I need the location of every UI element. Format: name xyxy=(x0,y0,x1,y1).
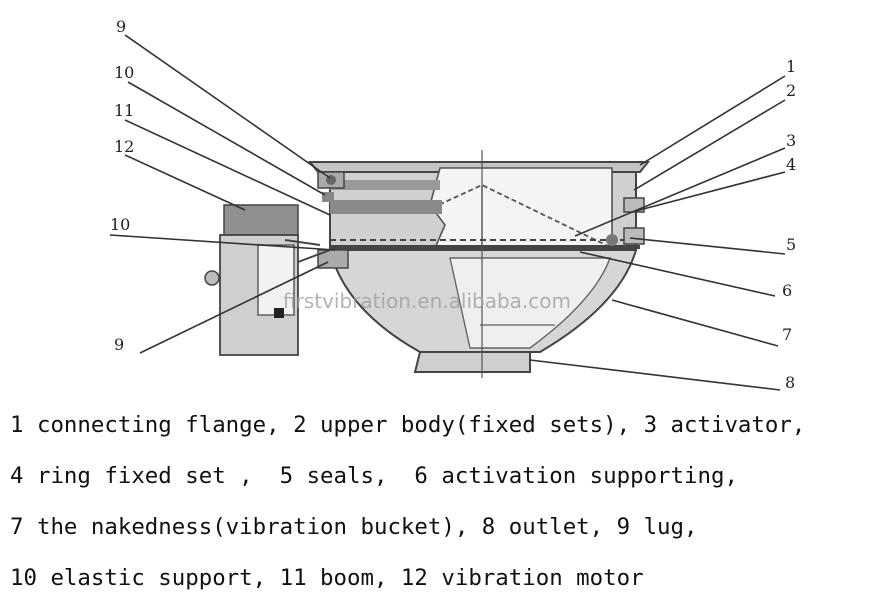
legend-line: 7 the nakedness(vibration bucket), 8 out… xyxy=(10,514,698,540)
callout-7: 7 xyxy=(782,325,792,344)
leader-11 xyxy=(124,119,331,216)
motor-cap xyxy=(223,204,299,236)
ring-fixed-set xyxy=(330,200,442,214)
leader-8 xyxy=(529,359,781,391)
callout-10-top: 10 xyxy=(114,63,134,82)
vibrating-bin-activator-diagram: firstvibration.en.alibaba.com 1 2 3 4 5 … xyxy=(109,17,796,392)
leader-1 xyxy=(639,75,786,166)
leader-9-top xyxy=(124,34,331,179)
machine-body xyxy=(307,150,651,378)
leader-4 xyxy=(631,171,786,213)
callout-4: 4 xyxy=(786,155,796,174)
legend-line: 1 connecting flange, 2 upper body(fixed … xyxy=(10,412,806,438)
upper-band xyxy=(330,180,440,190)
leader-lines xyxy=(109,34,786,391)
callout-numbers: 1 2 3 4 5 6 7 8 9 10 11 12 10 9 xyxy=(110,17,796,392)
watermark: firstvibration.en.alibaba.com xyxy=(283,289,571,313)
leader-10-top xyxy=(127,81,326,196)
leader-12 xyxy=(124,154,246,211)
leader-3 xyxy=(574,147,786,237)
callout-6: 6 xyxy=(782,281,792,300)
callout-5: 5 xyxy=(786,235,796,254)
motor-arm xyxy=(284,239,321,246)
vibration-motor xyxy=(204,204,331,356)
legend-line: 4 ring fixed set , 5 seals, 6 activation… xyxy=(10,463,738,489)
motor-knob-icon xyxy=(204,270,220,286)
callout-3: 3 xyxy=(786,131,796,150)
callout-9-top: 9 xyxy=(116,17,126,36)
leader-5 xyxy=(629,237,786,255)
legend-line: 10 elastic support, 11 boom, 12 vibratio… xyxy=(10,565,644,591)
right-bracket-lower xyxy=(623,227,645,245)
callout-2: 2 xyxy=(786,81,796,100)
callout-10-mid: 10 xyxy=(110,215,130,234)
leader-9-bottom xyxy=(139,261,329,354)
elastic-support-top xyxy=(322,192,334,202)
leader-7 xyxy=(611,299,779,347)
motor-terminal xyxy=(274,308,284,318)
callout-1: 1 xyxy=(786,57,796,76)
leader-6 xyxy=(579,251,776,297)
callout-9-bottom: 9 xyxy=(114,335,124,354)
outlet xyxy=(413,351,531,373)
callout-12: 12 xyxy=(114,137,134,156)
parts-legend: 1 connecting flange, 2 upper body(fixed … xyxy=(10,400,876,604)
motor-window xyxy=(257,244,295,316)
leader-2 xyxy=(633,99,786,191)
leader-10-mid xyxy=(109,234,336,251)
activator-cone xyxy=(431,184,613,249)
motor-boom xyxy=(297,249,331,263)
cutaway-section xyxy=(429,167,613,249)
callout-8: 8 xyxy=(785,373,795,392)
callout-11: 11 xyxy=(114,101,134,120)
right-bolt-icon xyxy=(606,234,618,246)
